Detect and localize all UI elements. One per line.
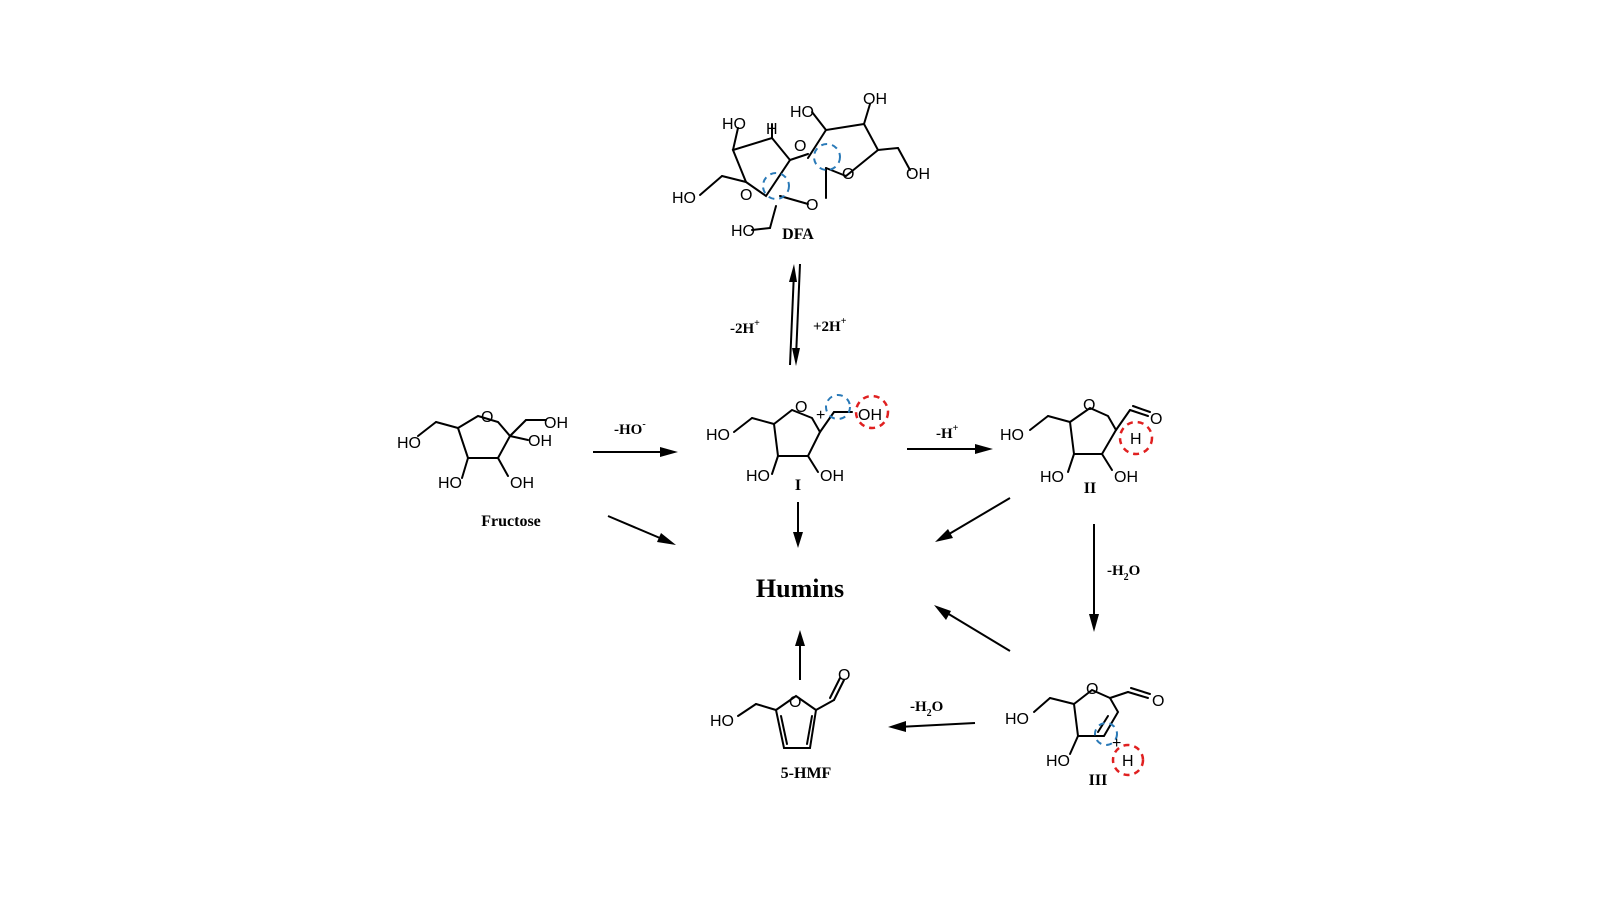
arrow-i-to-humins <box>793 502 803 548</box>
i-plus: + <box>816 407 825 424</box>
ii-o-ring: O <box>1083 397 1095 414</box>
dfa-h: H <box>766 121 778 138</box>
hmf-structure: O O HO <box>710 667 850 749</box>
ii-ho-2: HO <box>1040 469 1064 486</box>
arrow-iii-to-hmf <box>888 721 976 732</box>
dfa-o-2: O <box>842 166 854 183</box>
fructose-ho-2: HO <box>438 475 462 492</box>
i-ho-2: HO <box>746 468 770 485</box>
minus-ho-label: -HO- <box>614 419 646 438</box>
dfa-o-3: O <box>740 187 752 204</box>
arrow-fructose-to-i <box>593 447 678 457</box>
iii-ho-1: HO <box>1005 711 1029 728</box>
dfa-structure: HO H O HO OH O OH O O HO HO <box>672 91 930 240</box>
ii-h: H <box>1130 431 1142 448</box>
intermediate-1-label: I <box>795 477 801 494</box>
dfa-o-4: O <box>806 197 818 214</box>
i-oh-1: OH <box>858 407 882 424</box>
i-ho-1: HO <box>706 427 730 444</box>
minus-h-label: -H+ <box>936 423 959 442</box>
hmf-o-carbonyl: O <box>838 667 850 684</box>
fructose-structure: O OH OH HO HO OH <box>397 409 568 492</box>
i-oh-2: OH <box>820 468 844 485</box>
iii-ho-2: HO <box>1046 753 1070 770</box>
fructose-oh-1: OH <box>544 415 568 432</box>
iii-o-carbonyl: O <box>1152 693 1164 710</box>
arrow-ii-to-iii <box>1089 524 1099 632</box>
dfa-ho-2: HO <box>790 104 814 121</box>
intermediate-2-label: II <box>1084 480 1096 497</box>
hmf-label: 5-HMF <box>781 765 832 782</box>
dfa-oh-2: OH <box>906 166 930 183</box>
arrow-ii-to-humins <box>935 497 1011 542</box>
arrow-i-to-ii <box>907 444 993 454</box>
intermediate-3-label: III <box>1089 772 1108 789</box>
ii-o-carbonyl: O <box>1150 411 1162 428</box>
fructose-o: O <box>481 409 493 426</box>
ii-oh: OH <box>1114 469 1138 486</box>
i-o: O <box>795 399 807 416</box>
intermediate-2-structure: O O H HO HO OH <box>1000 397 1162 486</box>
iii-h: H <box>1122 753 1134 770</box>
ii-ho-1: HO <box>1000 427 1024 444</box>
dfa-ho-4: HO <box>731 223 755 240</box>
iii-o-ring: O <box>1086 681 1098 698</box>
minus-h2o-label-right: -H2O <box>1107 563 1140 583</box>
minus-2h-label: -2H+ <box>730 318 760 337</box>
dfa-o-1: O <box>794 138 806 155</box>
dfa-oh-1: OH <box>863 91 887 108</box>
fructose-oh-2: OH <box>528 433 552 450</box>
hmf-ho: HO <box>710 713 734 730</box>
fructose-ho-1: HO <box>397 435 421 452</box>
plus-2h-label: +2H+ <box>813 316 847 335</box>
intermediate-1-structure: O + OH HO HO OH <box>706 394 890 485</box>
dfa-ho-1: HO <box>722 116 746 133</box>
dfa-label: DFA <box>782 226 814 243</box>
fructose-label: Fructose <box>481 513 541 530</box>
dfa-ho-3: HO <box>672 190 696 207</box>
iii-plus: + <box>1112 735 1121 752</box>
arrow-iii-to-humins <box>934 605 1011 652</box>
humins-label: Humins <box>756 574 844 603</box>
fructose-oh-3: OH <box>510 475 534 492</box>
minus-h2o-label-bottom: -H2O <box>910 699 943 719</box>
arrow-hmf-to-humins <box>795 630 805 680</box>
equilibrium-arrows <box>789 263 801 366</box>
arrow-fructose-to-humins <box>607 515 676 545</box>
intermediate-3-structure: O O + H HO HO <box>1005 681 1164 777</box>
hmf-o-ring: O <box>789 694 801 711</box>
